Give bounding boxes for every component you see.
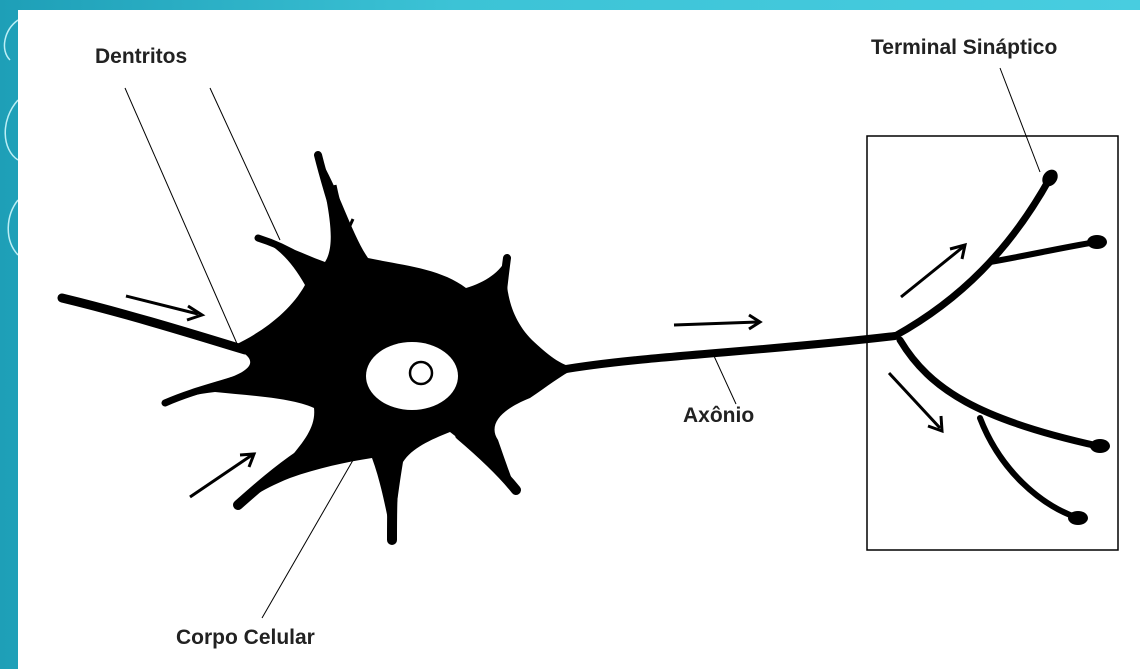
leader-terminal [1000, 68, 1040, 172]
branch-lower-side [980, 418, 1078, 518]
end-bulb-3 [1090, 439, 1110, 453]
nucleolus [410, 362, 432, 384]
arrow-terminal-upper [901, 245, 965, 297]
label-axon: Axônio [683, 404, 754, 428]
end-bulb-2 [1087, 235, 1107, 249]
arrow-axon [674, 315, 760, 329]
label-dendrites: Dentritos [95, 45, 187, 69]
end-bulb-4 [1068, 511, 1088, 525]
label-cell-body: Corpo Celular [176, 626, 315, 650]
branch-lower [900, 340, 1098, 446]
leader-axon [714, 356, 736, 404]
dendrite-bottom-left [238, 455, 300, 505]
arrow-bottom-left [190, 454, 254, 497]
dendrite-bottom [392, 462, 395, 540]
label-synaptic-terminal: Terminal Sináptico [871, 36, 1057, 60]
dendrite-left-upper [62, 298, 245, 350]
leader-dendrites-2 [210, 88, 280, 240]
leader-dendrites-1 [125, 88, 238, 346]
axon [560, 336, 895, 370]
dendrite-top-left [258, 238, 318, 270]
